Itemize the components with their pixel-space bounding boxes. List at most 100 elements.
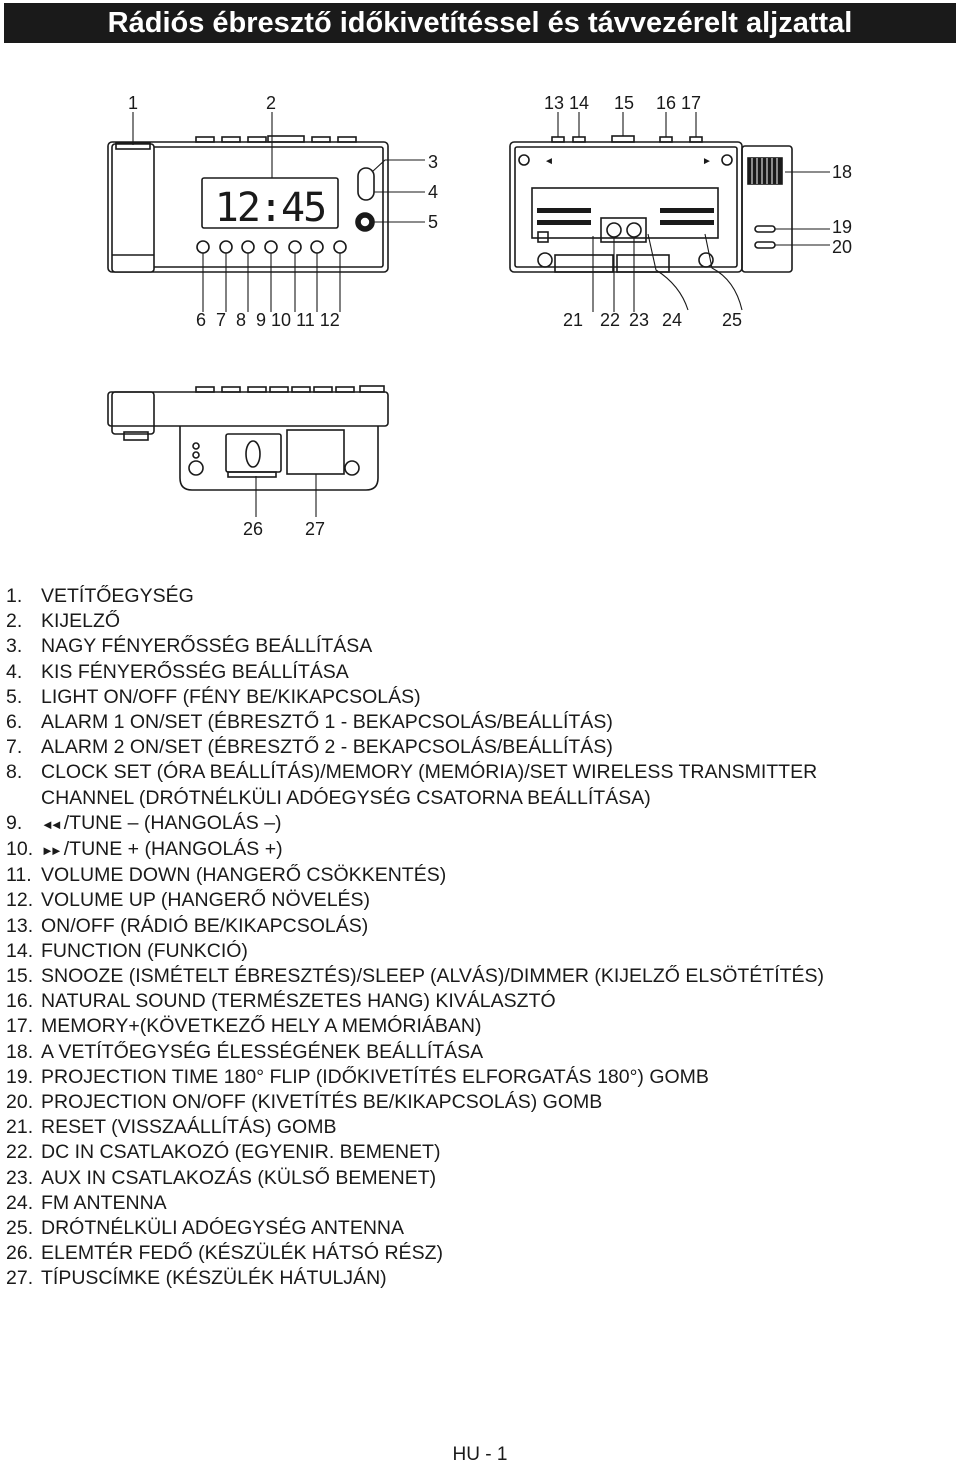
legend-item-text: VOLUME DOWN (HANGERŐ CSÖKKENTÉS) [41,863,446,888]
callout-3: 3 [428,152,438,172]
legend-item: 8. CLOCK SET (ÓRA BEÁLLÍTÁS)/MEMORY (MEMÓ… [6,760,911,810]
legend-item: 22. DC IN CSATLAKOZÓ (EGYENIR. BEMENET) [6,1140,911,1165]
legend-item-text: FUNCTION (FUNKCIÓ) [41,939,248,964]
legend-item-text: PROJECTION TIME 180° FLIP (IDŐKIVETÍTÉS … [41,1065,709,1090]
callout-19: 19 [832,217,852,237]
legend-item-number: 22. [6,1141,34,1164]
legend-item: 7.ALARM 2 ON/SET (ÉBRESZTŐ 2 - BEKAPCSOL… [6,735,911,760]
rewind-icon: ◄◄ [41,816,63,832]
legend-item-text: NAGY FÉNYERŐSSÉG BEÁLLÍTÁSA [41,634,372,659]
callout-6-12: 6 7 8 9 10 11 12 [196,310,340,330]
legend-item-number: 2. [6,610,23,633]
legend-item: 10.►►/TUNE + (HANGOLÁS +) [6,837,911,863]
legend-item-label: MEMORY+(KÖVETKEZŐ HELY A MEMÓRIÁBAN) [41,1015,482,1038]
legend-item-number: 26. [6,1242,34,1265]
legend-item-number: 13. [6,914,34,937]
legend-item-number: 27. [6,1267,34,1290]
legend-item: 23. AUX IN CSATLAKOZÁS (KÜLSŐ BEMENET) [6,1166,911,1191]
legend-item: 14.FUNCTION (FUNKCIÓ) [6,939,911,964]
legend-item: 19. PROJECTION TIME 180° FLIP (IDŐKIVETÍT… [6,1065,911,1090]
legend-item-label: KIS FÉNYERŐSSÉG BEÁLLÍTÁSA [41,660,349,683]
callout-13-14: 13 14 [544,93,589,113]
legend-item-label: NATURAL SOUND (TERMÉSZETES HANG) KIVÁLAS… [41,990,556,1013]
legend-item-text: TÍPUSCÍMKE (KÉSZÜLÉK HÁTULJÁN) [41,1266,387,1291]
legend-item-label: AUX IN CSATLAKOZÁS (KÜLSŐ BEMENET) [41,1166,437,1189]
legend-item-number: 1. [6,585,23,607]
legend-item-label: ALARM 1 ON/SET (ÉBRESZTŐ 1 - BEKAPCSOLÁS… [41,711,613,734]
legend-item-label: /TUNE – (HANGOLÁS –) [63,811,282,834]
legend-item-text: SNOOZE (ISMÉTELT ÉBRESZTÉS)/SLEEP (ALVÁS… [41,964,824,989]
legend-item: 16. NATURAL SOUND (TERMÉSZETES HANG) KIVÁ… [6,989,911,1014]
legend-item-number: 21. [6,1116,34,1139]
legend-item: 27. TÍPUSCÍMKE (KÉSZÜLÉK HÁTULJÁN) [6,1266,911,1291]
legend-item-text: CLOCK SET (ÓRA BEÁLLÍTÁS)/MEMORY (MEMÓRI… [41,760,911,810]
legend-item-number: 8. [6,761,23,784]
legend-item: 18. A VETÍTŐEGYSÉG ÉLESSÉGÉNEK BEÁLLÍTÁSA [6,1040,911,1065]
callout-27: 27 [305,519,325,539]
legend-item-number: 12. [6,889,34,912]
legend-item-label: VOLUME UP (HANGERŐ NÖVELÉS) [41,889,371,912]
callout-1: 1 [128,93,138,113]
callout-24: 24 [662,310,682,330]
svg-text:►: ► [702,156,712,167]
legend-item-label: NAGY FÉNYERŐSSÉG BEÁLLÍTÁSA [41,635,373,658]
legend-item-number: 23. [6,1166,34,1189]
legend-item: 24. FM ANTENNA [6,1191,911,1216]
legend-item-number: 9. [6,811,23,834]
legend-item-label: A VETÍTŐEGYSÉG ÉLESSÉGÉNEK BEÁLLÍTÁSA [41,1040,484,1063]
legend-item-text: NATURAL SOUND (TERMÉSZETES HANG) KIVÁLAS… [41,989,556,1014]
legend-item-text: ON/OFF (RÁDIÓ BE/KIKAPCSOLÁS) [41,914,368,939]
legend-item-label: /TUNE + (HANGOLÁS +) [63,838,283,861]
legend-item-number: 11. [6,864,32,887]
legend-item-text: FM ANTENNA [41,1191,167,1216]
legend-item: 13. ON/OFF (RÁDIÓ BE/KIKAPCSOLÁS) [6,914,911,939]
callout-2: 2 [266,93,276,113]
device-diagrams: 12:45 [107,93,852,539]
callout-21: 21 [563,310,583,330]
legend-item-text: ◄◄/TUNE – (HANGOLÁS –) [41,811,282,837]
callout-20: 20 [832,237,852,257]
legend-item-text: AUX IN CSATLAKOZÁS (KÜLSŐ BEMENET) [41,1166,436,1191]
legend-item-text: LIGHT ON/OFF (FÉNY BE/KIKAPCSOLÁS) [41,685,421,710]
brightness-switch [357,167,375,201]
legend-item: 2.KIJELZŐ [6,609,911,634]
legend-item-text: A VETÍTŐEGYSÉG ÉLESSÉGÉNEK BEÁLLÍTÁSA [41,1040,483,1065]
legend-item-number: 24. [6,1191,34,1214]
legend-item: 12. VOLUME UP (HANGERŐ NÖVELÉS) [6,888,911,913]
callout-16-17: 16 17 [656,93,701,113]
legend-item-text: ALARM 2 ON/SET (ÉBRESZTŐ 2 - BEKAPCSOLÁS… [41,735,613,760]
legend-item-label: ON/OFF (RÁDIÓ BE/KIKAPCSOLÁS) [41,914,369,937]
page-title: Rádiós ébresztő időkivetítéssel és távve… [4,3,956,43]
svg-text:◄: ◄ [544,156,554,167]
legend-item-label: PROJECTION ON/OFF (KIVETÍTÉS BE/KIKAPCSO… [41,1091,603,1114]
legend-item: 25.DRÓTNÉLKÜLI ADÓEGYSÉG ANTENNA [6,1216,911,1241]
legend-item-text: VETÍTŐEGYSÉG [41,584,194,609]
legend-item-text: MEMORY+(KÖVETKEZŐ HELY A MEMÓRIÁBAN) [41,1014,481,1039]
legend-item-number: 18. [6,1040,34,1063]
legend-item-label: LIGHT ON/OFF (FÉNY BE/KIKAPCSOLÁS) [41,685,421,708]
legend-item-number: 19. [6,1065,34,1088]
top-buttons [195,135,357,143]
front-buttons [196,240,347,254]
legend-item-label: PROJECTION TIME 180° FLIP (IDŐKIVETÍTÉS … [41,1065,709,1088]
page-number: HU - 1 [452,1444,508,1465]
legend-item-number: 16. [6,990,34,1013]
legend-item-label: TÍPUSCÍMKE (KÉSZÜLÉK HÁTULJÁN) [41,1267,387,1290]
legend-item-text: KIS FÉNYERŐSSÉG BEÁLLÍTÁSA [41,660,349,685]
legend-item-text: PROJECTION ON/OFF (KIVETÍTÉS BE/KIKAPCSO… [41,1090,602,1115]
callout-23: 23 [629,310,649,330]
legend-item-number: 6. [6,711,23,734]
callout-18: 18 [832,162,852,182]
legend-item-text: DC IN CSATLAKOZÓ (EGYENIR. BEMENET) [41,1140,440,1165]
legend-item-text: ALARM 1 ON/SET (ÉBRESZTŐ 1 - BEKAPCSOLÁS… [41,710,613,735]
legend-item-number: 17. [6,1015,34,1038]
callout-25: 25 [722,310,742,330]
legend-item: 17. MEMORY+(KÖVETKEZŐ HELY A MEMÓRIÁBAN) [6,1014,911,1039]
lcd-display [201,177,339,229]
callout-15: 15 [614,93,634,113]
legend-item: 3.NAGY FÉNYERŐSSÉG BEÁLLÍTÁSA [6,634,911,659]
legend-item-text: RESET (VISSZAÁLLÍTÁS) GOMB [41,1115,336,1140]
legend-item: 20.PROJECTION ON/OFF (KIVETÍTÉS BE/KIKAP… [6,1090,911,1115]
legend-item-label: DC IN CSATLAKOZÓ (EGYENIR. BEMENET) [41,1141,441,1164]
